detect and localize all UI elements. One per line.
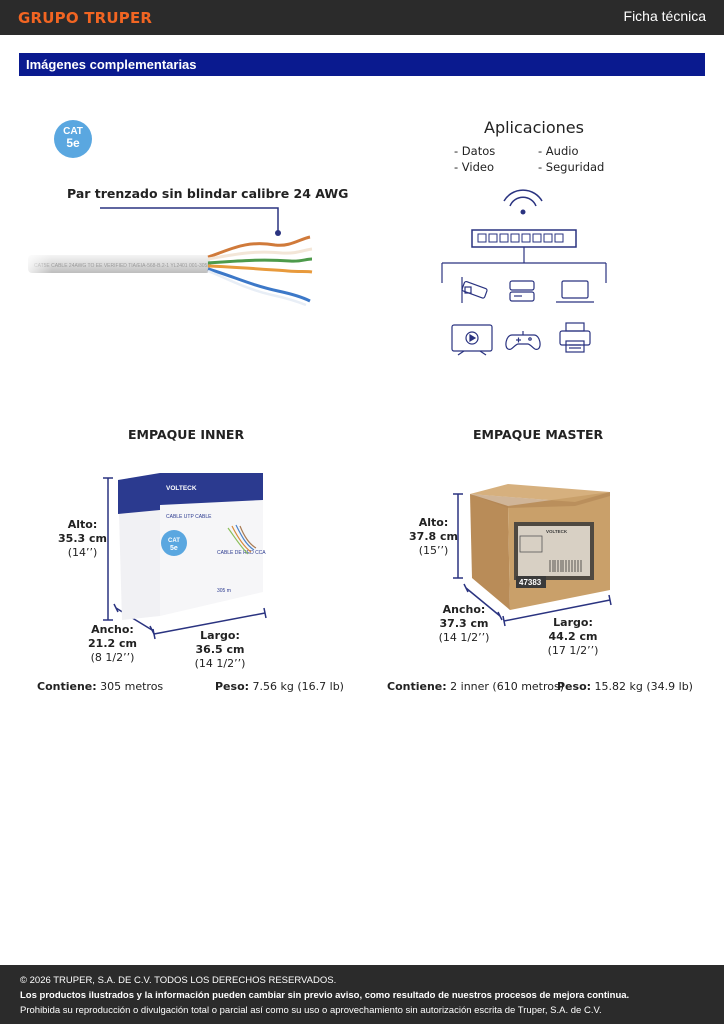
dimension-label: Alto:: [67, 518, 98, 531]
dimension-value: 36.5 cm: [195, 643, 245, 656]
application-item: - Video: [454, 160, 495, 174]
dimension-imperial: (8 1/2’’): [90, 651, 135, 664]
master-width-dimension: Ancho: 37.3 cm (14 1/2’’): [434, 603, 494, 645]
master-contents: Contiene: 2 inner (610 metros): [387, 680, 564, 693]
inner-box-side-text: CABLE DE RED CCA: [217, 550, 266, 556]
inner-package-title: EMPAQUE INNER: [128, 427, 245, 442]
cable-illustration: CAT5E CABLE 24AWG TO EE VERIFIED TIA/EIA…: [20, 207, 313, 307]
dvr-icon: [509, 280, 535, 302]
master-box-illustration: VOLTECK 47383: [453, 484, 612, 627]
network-switch-icon: [471, 229, 577, 248]
footer-prohibition: Prohibida su reproducción o divulgación …: [20, 1005, 602, 1016]
dimension-value: 21.2 cm: [88, 637, 137, 650]
master-contents-label: Contiene:: [387, 680, 447, 693]
master-height-dimension: Alto: 37.8 cm (15’’): [406, 516, 461, 558]
brand-logo: GRUPO TRUPER: [18, 9, 153, 27]
dimension-label: Largo:: [200, 629, 240, 642]
security-camera-icon: [461, 277, 488, 303]
inner-box-cat-bottom: 5e: [170, 545, 178, 552]
dimension-imperial: (14 1/2’’): [438, 631, 490, 644]
dimension-imperial: (15’’): [418, 544, 449, 557]
inner-contents: Contiene: 305 metros: [37, 680, 163, 693]
inner-contents-label: Contiene:: [37, 680, 97, 693]
page-footer: © 2026 TRUPER, S.A. DE C.V. TODOS LOS DE…: [0, 965, 724, 1024]
inner-box-cat-top: CAT: [168, 538, 180, 544]
inner-weight: Peso: 7.56 kg (16.7 lb): [215, 680, 344, 693]
inner-box-length: 305 m: [217, 588, 231, 594]
printer-icon: [559, 322, 591, 353]
dimension-value: 37.8 cm: [409, 530, 458, 543]
master-box-brand: VOLTECK: [546, 529, 568, 534]
dimension-value: 35.3 cm: [58, 532, 107, 545]
dimension-value: 44.2 cm: [548, 630, 598, 643]
dimension-label: Largo:: [553, 616, 593, 629]
cable-description: Par trenzado sin blindar calibre 24 AWG: [67, 186, 349, 201]
inner-weight-label: Peso:: [215, 680, 250, 693]
laptop-icon: [556, 280, 594, 303]
wifi-icon: [503, 189, 543, 215]
game-controller-icon: [505, 331, 541, 350]
master-length-dimension: Largo: 44.2 cm (17 1/2’’): [543, 616, 603, 658]
dimension-imperial: (17 1/2’’): [547, 644, 599, 657]
inner-weight-value: 7.56 kg (16.7 lb): [249, 680, 344, 693]
master-weight-value: 15.82 kg (34.9 lb): [591, 680, 693, 693]
dimension-label: Ancho:: [442, 603, 486, 616]
document-type: Ficha técnica: [623, 8, 706, 24]
master-box-code: 47383: [519, 578, 542, 587]
inner-height-dimension: Alto: 35.3 cm (14’’): [55, 518, 110, 560]
application-item: - Datos: [454, 144, 496, 158]
network-diagram: [441, 189, 607, 356]
master-package-title: EMPAQUE MASTER: [473, 427, 604, 442]
master-weight: Peso: 15.82 kg (34.9 lb): [557, 680, 693, 693]
top-bar: GRUPO TRUPER Ficha técnica: [0, 0, 724, 35]
dimension-label: Ancho:: [91, 623, 134, 636]
applications-title: Aplicaciones: [484, 118, 584, 137]
section-title: Imágenes complementarias: [26, 57, 197, 72]
cat-badge-bottom: 5e: [66, 136, 80, 150]
inner-box-illustration: VOLTECK CABLE UTP CABLE CAT 5e CABLE DE …: [103, 473, 267, 640]
cat-badge-top: CAT: [63, 126, 83, 137]
footer-notice: Los productos ilustrados y la informació…: [20, 990, 630, 1001]
cable-print-text: CAT5E CABLE 24AWG TO EE VERIFIED TIA/EIA…: [34, 263, 212, 269]
tv-icon: [451, 324, 493, 356]
application-item: - Seguridad: [538, 160, 605, 174]
dimension-value: 37.3 cm: [439, 617, 489, 630]
inner-box-label: CABLE UTP CABLE: [166, 514, 212, 520]
inner-width-dimension: Ancho: 21.2 cm (8 1/2’’): [85, 623, 140, 665]
inner-box-brand: VOLTECK: [166, 485, 197, 492]
inner-contents-value: 305 metros: [96, 680, 164, 693]
cat5e-badge: CAT 5e: [54, 120, 92, 158]
master-weight-label: Peso:: [557, 680, 592, 693]
section-header: Imágenes complementarias: [19, 53, 705, 76]
inner-length-dimension: Largo: 36.5 cm (14 1/2’’): [190, 629, 250, 671]
dimension-label: Alto:: [418, 516, 449, 529]
footer-copyright: © 2026 TRUPER, S.A. DE C.V. TODOS LOS DE…: [20, 975, 337, 986]
application-item: - Audio: [538, 144, 579, 158]
dimension-imperial: (14 1/2’’): [194, 657, 246, 670]
master-contents-value: 2 inner (610 metros): [446, 680, 565, 693]
dimension-imperial: (14’’): [67, 546, 98, 559]
